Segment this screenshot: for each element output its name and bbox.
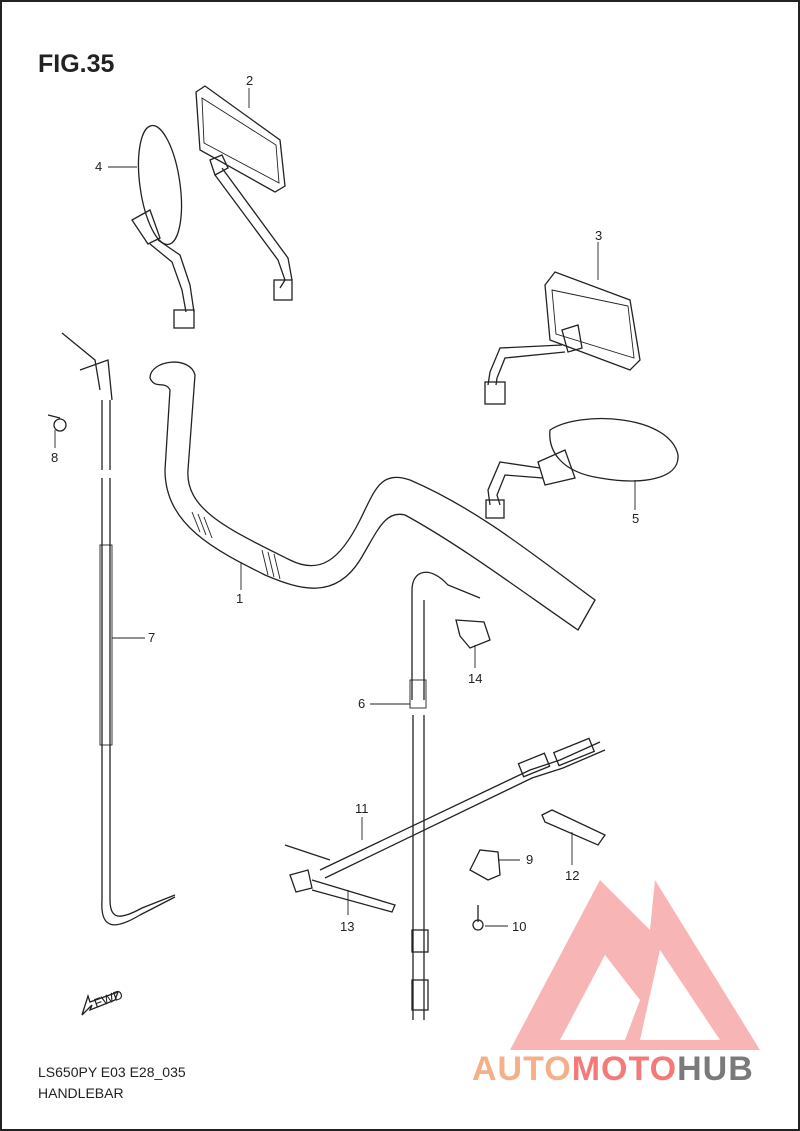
watermark-text-hub: HUB — [677, 1050, 754, 1088]
model-code: LS650PY E03 E28_035 — [38, 1064, 186, 1080]
callout-8: 8 — [51, 450, 58, 465]
clamp-12 — [541, 809, 606, 846]
cable-7 — [61, 332, 176, 926]
figure-title: FIG.35 — [38, 50, 115, 78]
watermark-text: AUTOMOTOHUB — [472, 1050, 754, 1089]
callout-2: 2 — [246, 73, 253, 88]
mirror-5 — [485, 417, 679, 519]
clamp-13 — [284, 844, 396, 913]
bolt-10 — [472, 905, 484, 931]
callout-3: 3 — [595, 228, 602, 243]
callout-4: 4 — [95, 159, 102, 174]
callout-11: 11 — [355, 801, 369, 816]
watermark-text-moto: MOTO — [571, 1050, 678, 1088]
callout-9: 9 — [526, 852, 533, 867]
mirror-3 — [484, 271, 641, 405]
callout-13: 13 — [340, 919, 354, 934]
handlebar — [149, 361, 596, 631]
callout-12: 12 — [565, 868, 579, 883]
callout-1: 1 — [236, 591, 243, 606]
bracket-9 — [469, 849, 501, 881]
callout-7: 7 — [148, 630, 155, 645]
callout-10: 10 — [512, 919, 526, 934]
cable-11 — [319, 737, 606, 879]
fwd-text: FWD — [92, 987, 125, 1011]
section-name: HANDLEBAR — [38, 1085, 124, 1101]
mirror-4 — [131, 124, 195, 329]
callout-5: 5 — [632, 511, 639, 526]
watermark-logo — [510, 880, 760, 1050]
cable-6 — [409, 571, 481, 1020]
screw-8 — [47, 414, 67, 432]
watermark-text-auto: AUTO — [472, 1050, 572, 1088]
callout-14: 14 — [468, 671, 482, 686]
fwd-arrow: FWD — [81, 987, 125, 1016]
cap-14 — [455, 619, 491, 649]
callout-6: 6 — [358, 696, 365, 711]
handlebar-grip-marks — [191, 511, 281, 580]
mirror-2 — [195, 85, 293, 301]
leader-lines — [54, 88, 636, 927]
